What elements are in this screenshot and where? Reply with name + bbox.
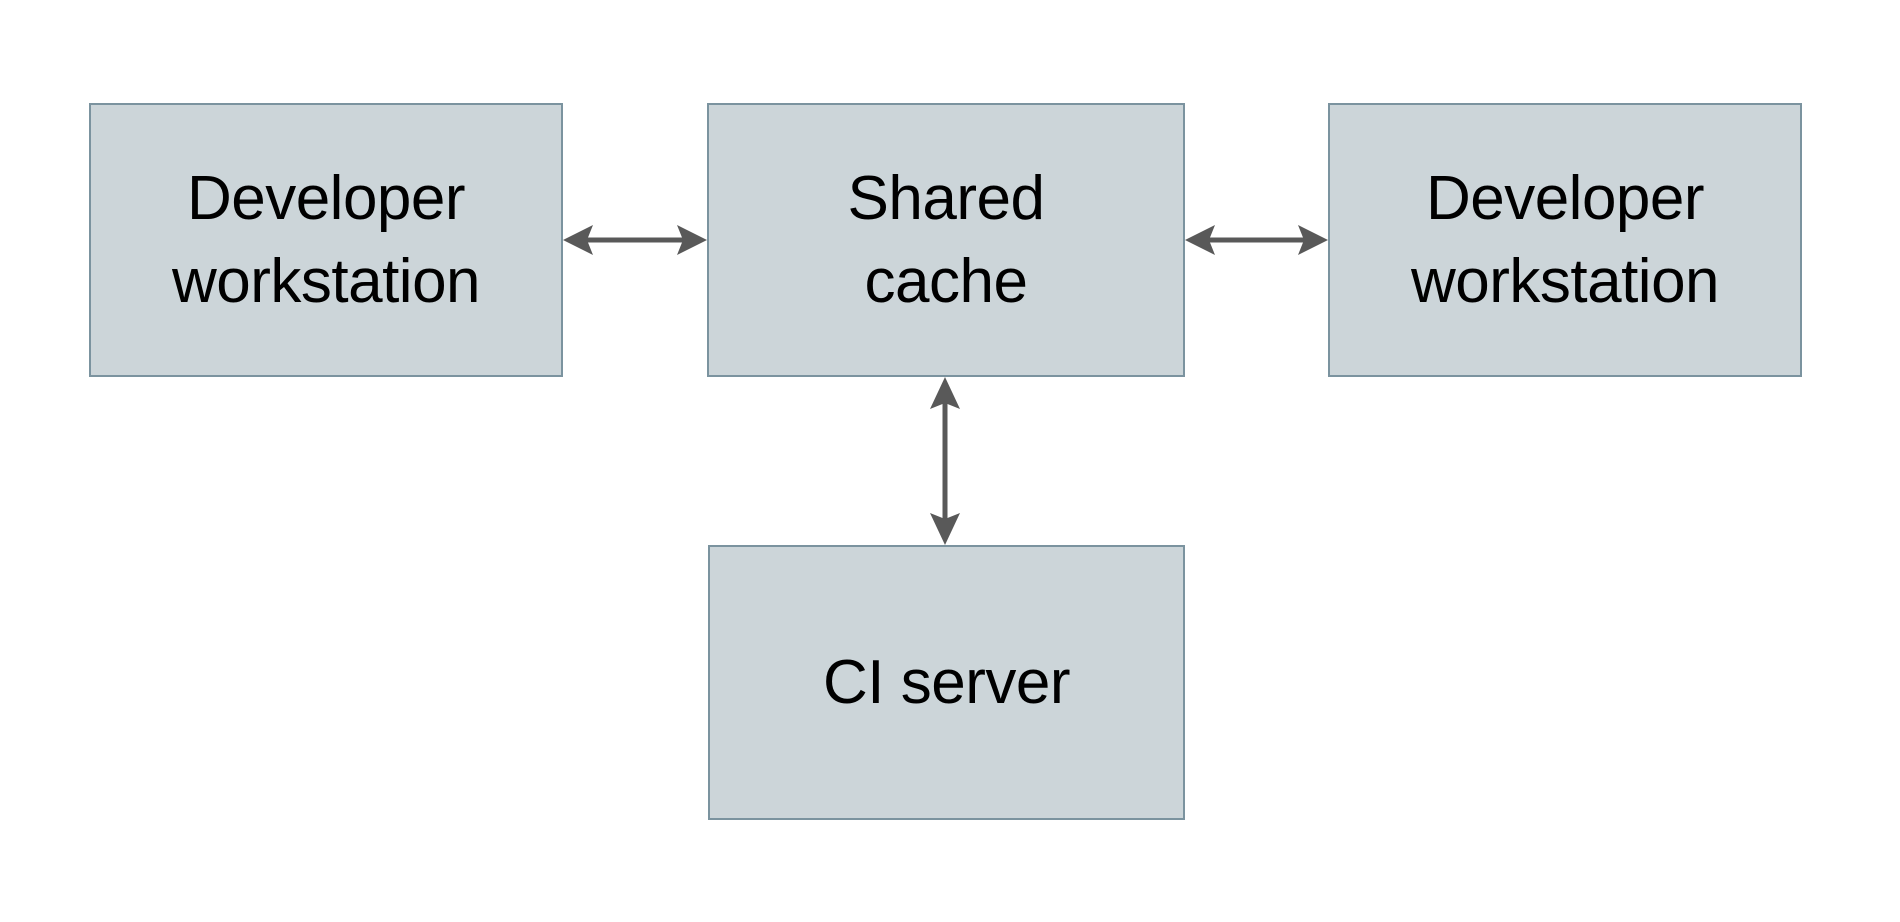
node-label: Developer workstation bbox=[1410, 163, 1720, 316]
node-label: Shared cache bbox=[847, 163, 1045, 316]
node-developer-workstation-left[interactable]: Developer workstation bbox=[89, 103, 563, 377]
connector-shared-cache-to-dev-right bbox=[1185, 212, 1328, 268]
double-arrow-vertical-icon bbox=[930, 377, 960, 545]
connector-shared-cache-to-ci-server bbox=[917, 377, 973, 545]
node-ci-server[interactable]: CI server bbox=[708, 545, 1185, 820]
node-developer-workstation-right[interactable]: Developer workstation bbox=[1328, 103, 1802, 377]
node-label: CI server bbox=[823, 647, 1070, 717]
node-shared-cache[interactable]: Shared cache bbox=[707, 103, 1185, 377]
connector-dev-left-to-shared-cache bbox=[563, 212, 707, 268]
double-arrow-horizontal-icon bbox=[563, 225, 707, 255]
double-arrow-horizontal-icon bbox=[1185, 225, 1328, 255]
node-label: Developer workstation bbox=[171, 163, 481, 316]
